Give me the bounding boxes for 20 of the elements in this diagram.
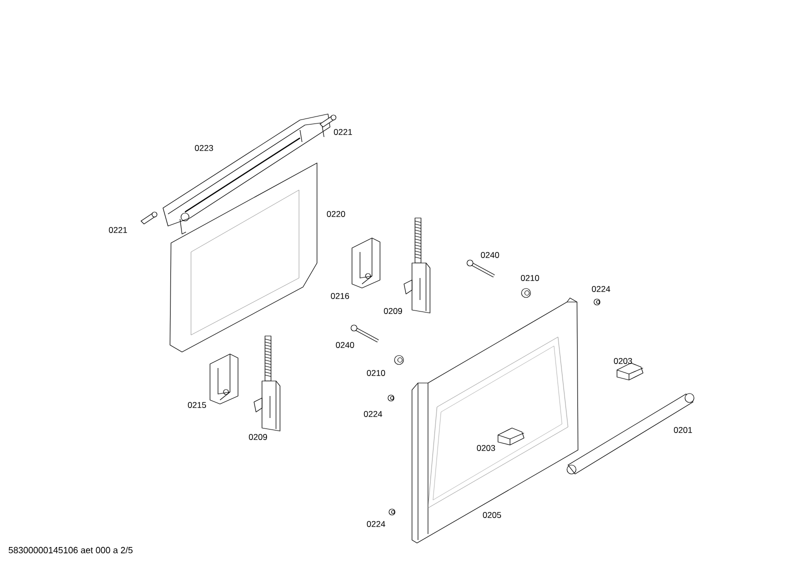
callout-number: 0240 — [336, 342, 354, 348]
callout-number: 0224 — [366, 521, 386, 527]
document-number: 58300000145106 aet 000 a 2/5 — [8, 546, 133, 554]
callout-number: 0201 — [674, 427, 692, 433]
callout-number: 0221 — [108, 227, 127, 233]
callout-number: 0210 — [366, 370, 386, 376]
callout-number: 0220 — [326, 211, 346, 217]
callout-number: 0224 — [364, 411, 382, 417]
callout-number: 0215 — [188, 402, 206, 408]
callout-number: 0216 — [330, 293, 350, 299]
callout-number: 0240 — [480, 252, 500, 258]
callout-number: 0203 — [476, 445, 496, 451]
callout-number: 0203 — [614, 358, 632, 364]
callout-number: 0205 — [482, 512, 502, 518]
callout-number: 0224 — [592, 286, 610, 292]
callout-number: 0209 — [384, 308, 402, 314]
callout-number: 0223 — [194, 145, 214, 151]
callout-number: 0210 — [520, 275, 540, 281]
callout-number: 0221 — [334, 129, 352, 135]
callout-number: 0209 — [248, 434, 268, 440]
